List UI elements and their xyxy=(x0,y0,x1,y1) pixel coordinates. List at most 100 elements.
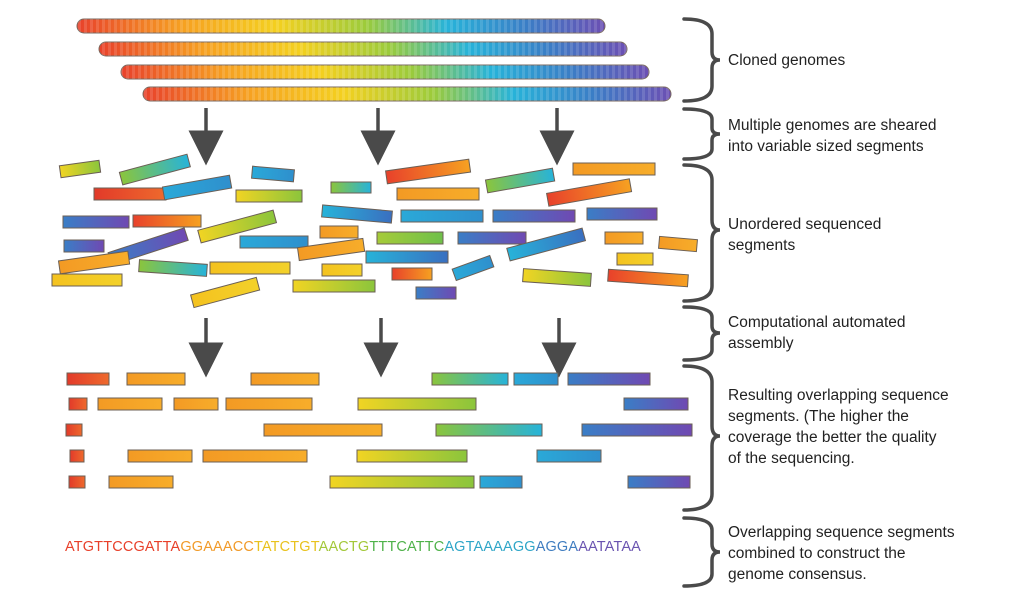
fragment xyxy=(376,231,444,245)
fragment xyxy=(658,235,698,253)
fragment xyxy=(251,165,295,183)
assembly-arrows xyxy=(188,318,577,378)
fragment xyxy=(546,178,633,207)
label-line: Cloned genomes xyxy=(728,52,846,69)
fragment xyxy=(250,372,320,386)
fragment xyxy=(567,372,651,386)
sequence-part: AATATAA xyxy=(578,539,642,555)
label-line: segments xyxy=(728,237,796,254)
fragment xyxy=(57,250,131,275)
fragment xyxy=(319,225,359,239)
fragment xyxy=(63,239,105,253)
fragment xyxy=(431,372,509,386)
assembled-segments xyxy=(65,372,693,489)
fragment xyxy=(239,235,309,249)
fragment xyxy=(126,372,186,386)
fragment xyxy=(415,286,457,300)
label-cloned-genomes: Cloned genomes xyxy=(728,50,845,71)
fragment xyxy=(616,252,654,266)
fragment xyxy=(118,153,191,186)
fragment xyxy=(357,397,477,411)
fragment xyxy=(108,475,174,489)
label-line: Resulting overlapping sequence xyxy=(728,387,949,404)
genome-bar xyxy=(142,86,672,102)
fragment xyxy=(457,231,527,245)
sequence-part: TTTCATTC xyxy=(369,539,445,555)
fragment xyxy=(586,207,658,221)
label-line: Overlapping sequence segments xyxy=(728,524,955,541)
label-line: of the sequencing. xyxy=(728,450,855,467)
bracket-overlapping xyxy=(682,364,721,512)
label-line: segments. (The higher the xyxy=(728,408,909,425)
fragment xyxy=(132,214,202,228)
fragment xyxy=(356,449,468,463)
label-line: into variable sized segments xyxy=(728,138,924,155)
fragment xyxy=(506,227,587,262)
label-unordered: Unordered sequenced segments xyxy=(728,214,881,256)
fragment xyxy=(68,397,88,411)
label-line: genome consensus. xyxy=(728,566,867,583)
label-line: assembly xyxy=(728,335,794,352)
label-consensus: Overlapping sequence segments combined t… xyxy=(728,522,955,585)
fragment xyxy=(396,187,480,201)
fragment xyxy=(435,423,543,437)
bracket-unordered xyxy=(682,163,721,303)
fragment xyxy=(235,189,303,203)
fragment xyxy=(62,215,130,229)
fragment xyxy=(536,449,602,463)
fragment xyxy=(400,209,484,223)
fragment xyxy=(604,231,644,245)
fragment xyxy=(197,209,278,244)
sequence-part: ATGTTCCGATTA xyxy=(65,539,181,555)
fragment xyxy=(202,449,308,463)
fragment xyxy=(68,475,86,489)
fragment xyxy=(572,162,656,176)
fragment xyxy=(97,397,163,411)
fragment xyxy=(492,209,576,223)
sequence-part: AACTG xyxy=(318,539,370,555)
sequence-part: AGGA xyxy=(535,539,579,555)
fragment xyxy=(479,475,523,489)
bracket-cloned xyxy=(682,17,721,103)
fragment xyxy=(607,268,689,288)
unordered-fragments xyxy=(51,153,698,309)
genome-bar xyxy=(120,64,650,80)
fragment xyxy=(513,372,559,386)
bracket-consensus xyxy=(682,516,721,588)
fragment xyxy=(173,397,219,411)
cloned-genomes xyxy=(76,18,672,102)
shear-arrows xyxy=(188,108,575,166)
fragment xyxy=(66,372,110,386)
label-line: Multiple genomes are sheared xyxy=(728,117,937,134)
brackets xyxy=(682,17,721,588)
sequence-part: AGTAAAAGG xyxy=(444,539,536,555)
bracket-sheared xyxy=(682,107,721,161)
bracket-assembly xyxy=(682,305,721,362)
label-line: Unordered sequenced xyxy=(728,216,882,233)
label-assembly: Computational automated assembly xyxy=(728,312,906,354)
sequence-part: TATCTGT xyxy=(253,539,319,555)
fragment xyxy=(93,187,167,201)
label-line: Computational automated xyxy=(728,314,906,331)
fragment xyxy=(209,261,291,275)
fragment xyxy=(189,276,261,309)
fragment xyxy=(321,263,363,277)
fragment xyxy=(58,159,102,179)
genome-bar xyxy=(98,41,628,57)
label-overlapping: Resulting overlapping sequence segments.… xyxy=(728,385,949,469)
label-sheared: Multiple genomes are sheared into variab… xyxy=(728,115,937,157)
fragment xyxy=(484,167,556,194)
fragment xyxy=(581,423,693,437)
fragment xyxy=(391,267,433,281)
label-line: combined to construct the xyxy=(728,545,906,562)
genome-bar xyxy=(76,18,606,34)
fragment xyxy=(263,423,383,437)
fragment xyxy=(623,397,689,411)
fragment xyxy=(627,475,691,489)
fragment xyxy=(321,204,393,224)
fragment xyxy=(522,268,592,287)
fragment xyxy=(365,250,449,264)
sequence-part: GGAAACC xyxy=(180,539,254,555)
fragment xyxy=(138,259,208,277)
